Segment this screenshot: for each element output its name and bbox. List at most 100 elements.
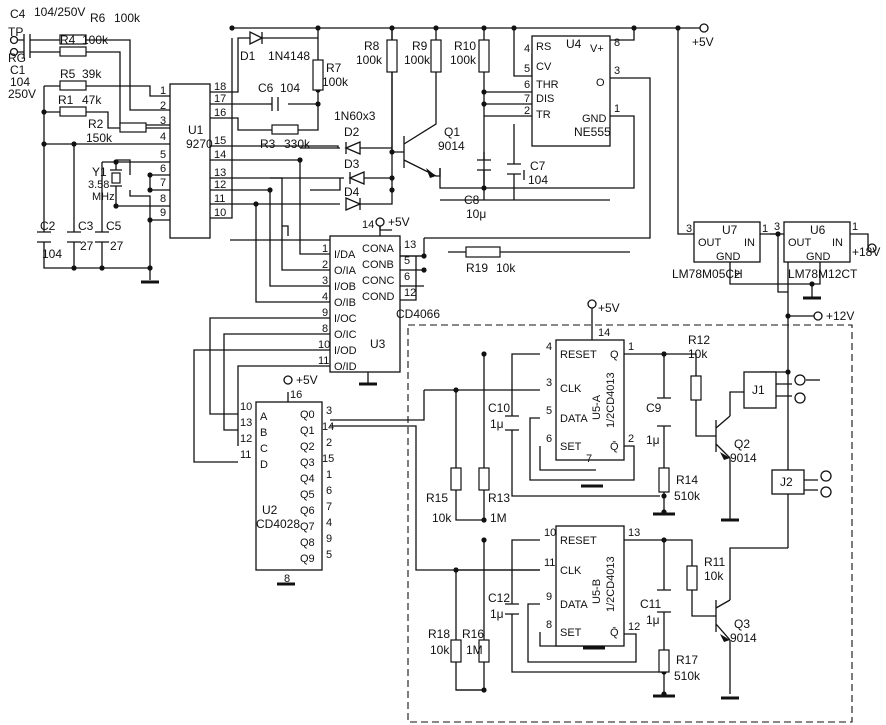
u5b-data: DATA <box>560 599 588 611</box>
c4-label: C4 <box>10 7 26 21</box>
r15-value: 10k <box>432 511 452 525</box>
u3-con-label: CONB <box>362 259 394 271</box>
capacitor-c12 <box>505 603 519 615</box>
j1-label: J1 <box>752 383 765 397</box>
u2-in-pin: 12 <box>240 433 252 445</box>
transistor-q3 <box>715 599 731 641</box>
r19-label: R19 <box>466 261 488 275</box>
resistor-r8 <box>386 39 398 73</box>
c9-label: C9 <box>646 401 662 415</box>
r18-value: 10k <box>430 643 450 657</box>
d1-label: D1 <box>240 49 256 63</box>
u1-pin: 2 <box>160 100 166 112</box>
u2-in-label: A <box>260 411 268 423</box>
u2-in-pin: 13 <box>240 417 252 429</box>
u3-pin: 10 <box>318 339 330 351</box>
resistor-r9 <box>430 39 442 73</box>
u7-in: IN <box>744 237 755 249</box>
q2-label: Q2 <box>734 437 750 451</box>
u5b-reset: RESET <box>560 535 597 547</box>
c11-value: 1μ <box>646 613 660 627</box>
c10-label: C10 <box>488 401 510 415</box>
u3-pin: 3 <box>322 275 328 287</box>
supply-18v: +18V <box>852 245 880 259</box>
u1-pin: 14 <box>214 149 226 161</box>
u5a-data: DATA <box>560 413 588 425</box>
u7-pin1: 1 <box>762 223 768 235</box>
relay-j1 <box>743 371 777 409</box>
u2-supply: +5V <box>296 373 318 387</box>
chip-u3 <box>329 235 401 373</box>
r15-label: R15 <box>426 491 448 505</box>
resistor-r17 <box>658 649 670 673</box>
u3-pin: 2 <box>322 259 328 271</box>
chip-u5a <box>555 339 625 461</box>
u4-pin: 6 <box>524 79 530 91</box>
u1-pin: 15 <box>214 135 226 147</box>
u2-out-pin: 2 <box>326 437 332 449</box>
c1-value-1: 104 <box>10 75 30 89</box>
u2-vdd-pin: 16 <box>290 389 302 401</box>
u7-pin2: 2 <box>734 269 740 281</box>
u5a-qbar: Q̄ <box>610 440 619 453</box>
u5a-part1: U5-A <box>591 394 603 420</box>
r8-label: R8 <box>364 39 380 53</box>
grounds <box>141 280 821 700</box>
u1-name: U1 <box>188 123 204 137</box>
u4-pin: 5 <box>524 63 530 75</box>
c1-value-2: 250V <box>8 87 36 101</box>
u2-out-label: Q0 <box>300 409 315 421</box>
u1-pin: 11 <box>214 193 225 205</box>
u4-pin-label: DIS <box>536 93 554 105</box>
u4-vplabel: V+ <box>590 43 604 55</box>
y1-label: Y1 <box>92 165 107 179</box>
u5a-part2: 1/2CD4013 <box>605 372 617 428</box>
u3-con-label: CONA <box>362 243 394 255</box>
resistor-r16 <box>478 639 490 663</box>
r10-label: R10 <box>454 39 476 53</box>
u7-gnd: GND <box>716 251 741 263</box>
u3-pin-label: I/OC <box>334 313 357 325</box>
relay-j2 <box>771 469 805 495</box>
u4-pin-label: CV <box>536 61 552 73</box>
u6-gnd: GND <box>806 251 831 263</box>
u2-out-pin: 4 <box>326 517 332 529</box>
c8-value: 10μ <box>466 207 486 221</box>
capacitor-c5 <box>95 231 109 243</box>
u3-con-label: COND <box>362 291 394 303</box>
d4-label: D4 <box>344 185 360 199</box>
u1-pin: 3 <box>160 115 166 127</box>
resistor-r12 <box>690 375 702 401</box>
u1-pin: 9 <box>160 207 166 219</box>
c7-label: C7 <box>530 159 546 173</box>
u3-supply: +5V <box>388 215 410 229</box>
u6-pin3: 3 <box>774 221 780 233</box>
r2-value: 150k <box>86 131 113 145</box>
r13-label: R13 <box>488 491 510 505</box>
input-rg-label: RG <box>8 51 26 65</box>
u6-out: OUT <box>788 237 812 249</box>
u1-pin: 4 <box>160 131 166 143</box>
junctions <box>41 25 815 697</box>
c5-label: C5 <box>106 219 122 233</box>
u3-pin: 11 <box>318 355 329 367</box>
c6-label: C6 <box>258 81 274 95</box>
u2-out-pin: 15 <box>322 453 334 465</box>
r12-label: R12 <box>688 333 710 347</box>
r11-label: R11 <box>704 555 725 569</box>
r1-value: 47k <box>82 93 102 107</box>
supply-12v: +12V <box>826 309 854 323</box>
u7-name: U7 <box>722 223 738 237</box>
r14-value: 510k <box>674 489 701 503</box>
u3-vdd-pin: 14 <box>362 219 374 231</box>
u5a-pin: 2 <box>628 433 634 445</box>
chip-u2 <box>255 401 323 571</box>
u4-pin-label: RS <box>536 41 551 53</box>
c7-value: 104 <box>528 173 548 187</box>
u2-part: CD4028 <box>256 517 300 531</box>
u4-pin: 2 <box>524 105 530 117</box>
labels: TP RG C4 104/250V C1 104 250V R6 100k R4… <box>8 5 880 683</box>
u1-right-pins: 18 17 16 15 14 13 12 11 10 <box>214 81 226 219</box>
u2-out-label: Q7 <box>300 521 315 533</box>
j2-label: J2 <box>780 475 793 489</box>
